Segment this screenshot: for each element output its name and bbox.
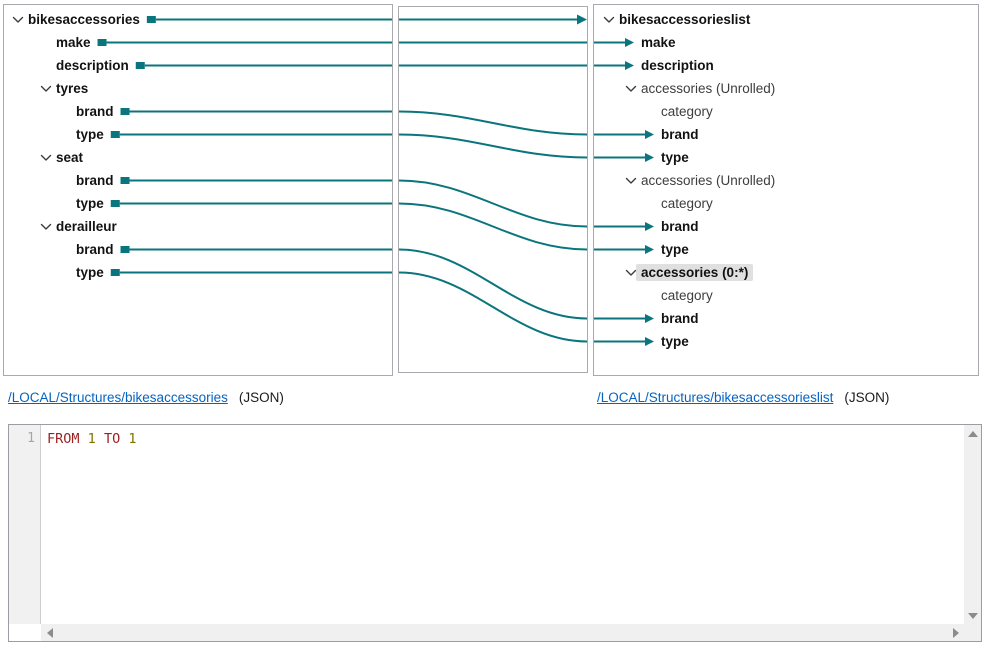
target-tree-node-type[interactable]: type <box>594 238 978 261</box>
target-tree-node-accessories-unrolled-[interactable]: accessories (Unrolled) <box>594 77 978 100</box>
chevron-down-icon[interactable] <box>625 84 641 93</box>
tree-node-label: brand <box>661 219 699 234</box>
tree-node-label: bikesaccessorieslist <box>619 12 751 27</box>
vertical-scrollbar[interactable] <box>964 425 981 624</box>
source-tree-node-make[interactable]: make <box>4 31 392 54</box>
chevron-down-icon[interactable] <box>40 153 56 162</box>
tree-node-label: type <box>76 265 104 280</box>
tree-node-label: make <box>641 35 676 50</box>
source-format-label: (JSON) <box>238 389 284 405</box>
line-number: 1 <box>27 431 35 446</box>
target-tree-node-type[interactable]: type <box>594 146 978 169</box>
tree-node-label: brand <box>661 127 699 142</box>
tree-node-label: type <box>661 150 689 165</box>
tree-node-label: brand <box>76 242 114 257</box>
tree-node-label: brand <box>76 173 114 188</box>
expression-editor: 1 FROM 1 TO 1 <box>8 424 982 642</box>
tree-node-label: accessories (Unrolled) <box>641 173 776 188</box>
scroll-left-icon[interactable] <box>41 624 58 641</box>
target-format-label: (JSON) <box>844 389 890 405</box>
tree-node-label: accessories (Unrolled) <box>641 81 776 96</box>
tree-node-label: type <box>661 334 689 349</box>
target-tree-panel: bikesaccessorieslist make description acces… <box>593 4 979 376</box>
scroll-right-icon[interactable] <box>947 624 964 641</box>
code-token-keyword: FROM <box>47 431 80 447</box>
tree-node-label: brand <box>661 311 699 326</box>
target-tree-node-brand[interactable]: brand <box>594 123 978 146</box>
tree-node-label: derailleur <box>56 219 117 234</box>
mapping-wire[interactable] <box>398 110 588 136</box>
target-tree-node-brand[interactable]: brand <box>594 307 978 330</box>
target-structure-link[interactable]: /LOCAL/Structures/bikesaccessorieslist <box>597 389 834 405</box>
scroll-up-icon[interactable] <box>964 425 981 442</box>
connections-panel <box>398 6 588 373</box>
source-tree-node-brand[interactable]: brand <box>4 100 392 123</box>
tree-node-label: category <box>661 196 713 211</box>
source-tree-node-seat[interactable]: seat <box>4 146 392 169</box>
tree-node-label: type <box>76 127 104 142</box>
horizontal-scrollbar[interactable] <box>41 624 964 641</box>
tree-node-label: make <box>56 35 91 50</box>
tree-node-label: accessories (0:*) <box>636 264 754 281</box>
tree-node-label: bikesaccessories <box>28 12 140 27</box>
target-tree-node-category[interactable]: category <box>594 100 978 123</box>
code-token-number: 1 <box>87 431 96 447</box>
mapping-wire[interactable] <box>398 271 588 343</box>
target-tree-node-bikesaccessorieslist[interactable]: bikesaccessorieslist <box>594 8 978 31</box>
source-tree-node-brand[interactable]: brand <box>4 238 392 261</box>
mapping-wire[interactable] <box>398 248 588 320</box>
chevron-down-icon[interactable] <box>603 15 619 24</box>
source-tree-node-brand[interactable]: brand <box>4 169 392 192</box>
tree-node-label: category <box>661 104 713 119</box>
chevron-down-icon[interactable] <box>12 15 28 24</box>
source-structure-link-row: /LOCAL/Structures/bikesaccessories (JSON… <box>8 388 284 406</box>
tree-node-label: brand <box>76 104 114 119</box>
source-tree-node-bikesaccessories[interactable]: bikesaccessories <box>4 8 392 31</box>
source-tree-node-tyres[interactable]: tyres <box>4 77 392 100</box>
chevron-down-icon[interactable] <box>40 222 56 231</box>
source-tree-node-type[interactable]: type <box>4 123 392 146</box>
chevron-down-icon[interactable] <box>625 268 641 277</box>
tree-node-label: type <box>76 196 104 211</box>
tree-node-label: type <box>661 242 689 257</box>
target-tree-node-type[interactable]: type <box>594 330 978 353</box>
target-tree-node-make[interactable]: make <box>594 31 978 54</box>
target-tree-node-accessories-unrolled-[interactable]: accessories (Unrolled) <box>594 169 978 192</box>
source-tree-panel: bikesaccessories make description tyres bran… <box>3 4 393 376</box>
target-tree-node-category[interactable]: category <box>594 192 978 215</box>
tree-node-label: tyres <box>56 81 89 96</box>
tree-node-label: seat <box>56 150 84 165</box>
mapping-wire[interactable] <box>398 133 588 159</box>
source-tree-node-type[interactable]: type <box>4 261 392 284</box>
source-tree-node-derailleur[interactable]: derailleur <box>4 215 392 238</box>
chevron-down-icon[interactable] <box>625 176 641 185</box>
target-tree-node-brand[interactable]: brand <box>594 215 978 238</box>
mapping-wire[interactable] <box>398 179 588 228</box>
target-tree-node-description[interactable]: description <box>594 54 978 77</box>
editor-gutter: 1 <box>9 425 41 624</box>
source-tree-node-description[interactable]: description <box>4 54 392 77</box>
mapping-wire[interactable] <box>398 202 588 251</box>
tree-node-label: description <box>56 58 129 73</box>
scroll-down-icon[interactable] <box>964 607 981 624</box>
scrollbar-corner <box>964 624 981 641</box>
tree-node-label: category <box>661 288 713 303</box>
source-structure-link[interactable]: /LOCAL/Structures/bikesaccessories <box>8 389 228 405</box>
chevron-down-icon[interactable] <box>40 84 56 93</box>
source-tree-node-type[interactable]: type <box>4 192 392 215</box>
code-token-number: 1 <box>128 431 137 447</box>
tree-node-label: description <box>641 58 714 73</box>
target-tree-node-accessories-0-[interactable]: accessories (0:*) <box>594 261 978 284</box>
expression-code-area[interactable]: FROM 1 TO 1 <box>42 425 964 624</box>
target-tree-node-category[interactable]: category <box>594 284 978 307</box>
target-structure-link-row: /LOCAL/Structures/bikesaccessorieslist (… <box>597 388 889 406</box>
code-token-keyword: TO <box>103 431 121 447</box>
